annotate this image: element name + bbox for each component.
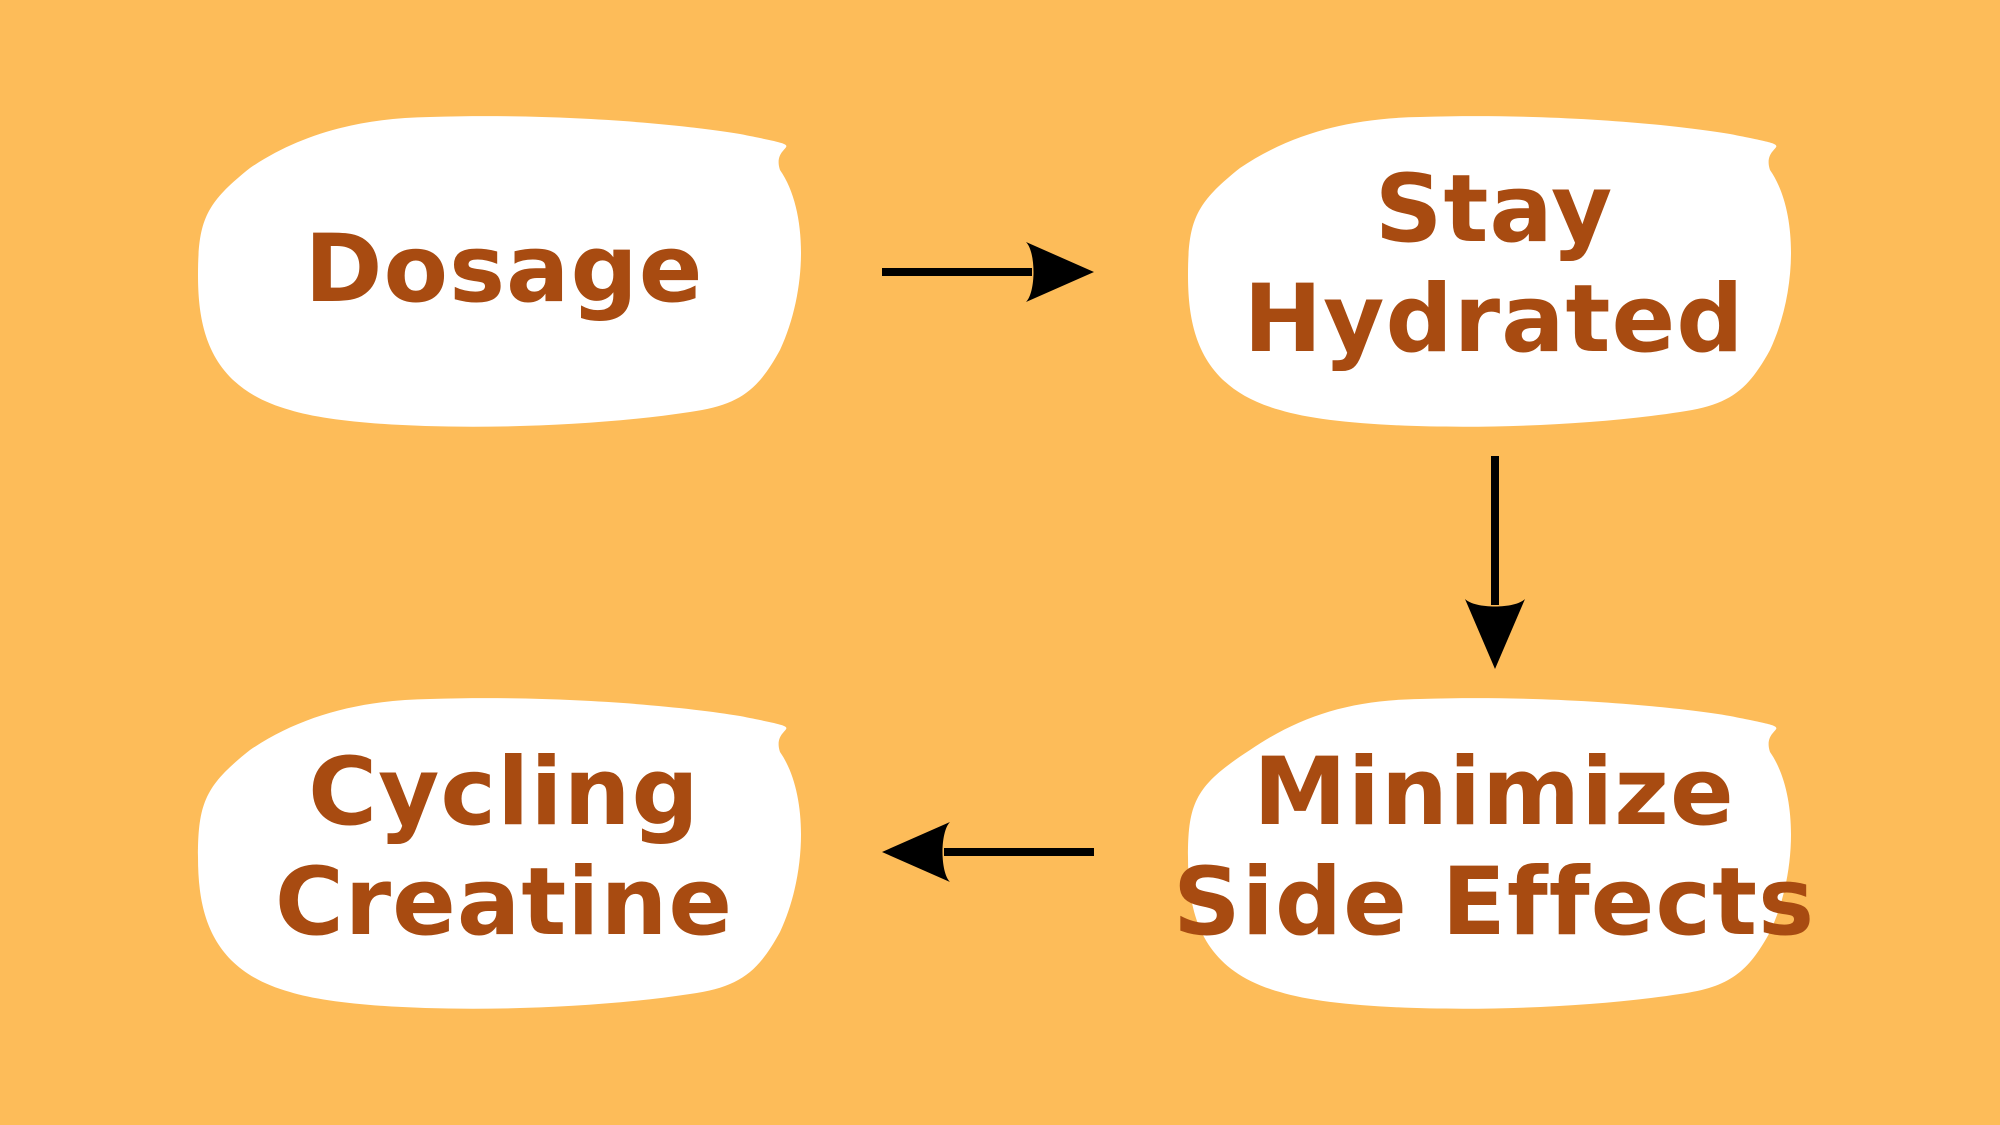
node-minimize-side-effects: Minimize Side Effects	[1173, 728, 1814, 968]
node-cycling-creatine-shape	[198, 698, 801, 1009]
node-cycling-label-line1: Cycling	[308, 738, 700, 847]
arrow-stay-hydrated-to-minimize	[1465, 456, 1525, 669]
node-dosage-shape	[198, 116, 801, 427]
node-stay-hydrated-label-line1: Stay	[1374, 155, 1614, 264]
node-dosage-label: Dosage	[304, 215, 704, 324]
node-stay-hydrated-shape	[1188, 116, 1791, 427]
node-cycling-creatine: Cycling Creatine	[230, 728, 778, 968]
node-cycling-label-line2: Creatine	[274, 848, 734, 957]
node-minimize-label-line2: Side Effects	[1172, 848, 1816, 957]
node-stay-hydrated: Stay Hydrated	[1220, 150, 1768, 380]
node-stay-hydrated-label-line2: Hydrated	[1243, 265, 1745, 374]
node-minimize-side-effects-shape	[1188, 698, 1791, 1009]
arrow-dosage-to-stay-hydrated	[882, 242, 1094, 302]
node-dosage: Dosage	[230, 160, 778, 380]
arrow-minimize-to-cycling	[882, 822, 1094, 882]
node-minimize-label-line1: Minimize	[1253, 738, 1735, 847]
